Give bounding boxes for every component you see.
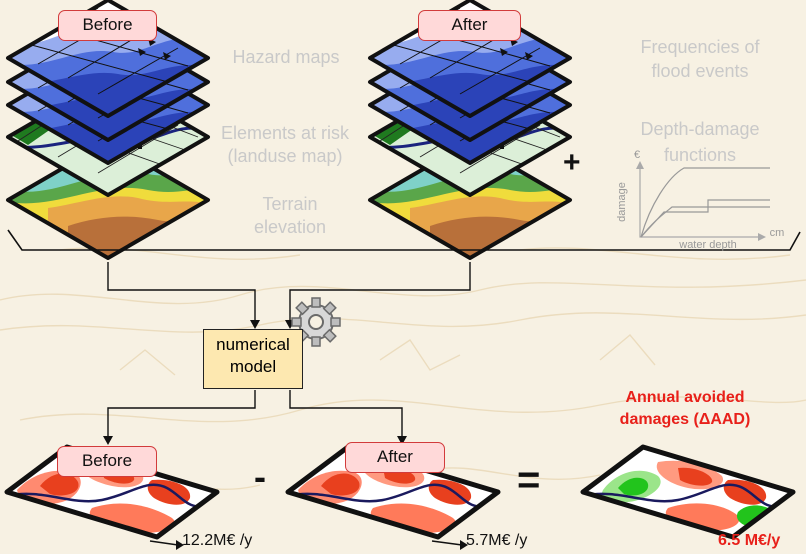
background-sketch [0,247,806,490]
landuse-map-label: (landuse map) [227,146,343,166]
after-damage-value: 5.7M€ /y [466,532,528,549]
avoided-damage-value: 6.5 M€/y [718,532,781,549]
minus-sign: - [254,456,266,497]
plus-sign: + [563,146,581,179]
inputs-brace [7,229,801,251]
elements-at-risk-label: Elements at risk [220,123,350,143]
before-pill-top: Before [58,10,157,41]
elevation-label: elevation [253,217,327,237]
model-line-2: model [229,357,277,376]
after-pill-top: After [418,10,521,41]
model-line-1: numerical [216,335,290,354]
depth-damage-label: Depth-damage [640,119,760,139]
avoided-damage-map [583,447,793,537]
frequencies-label: Frequencies of [640,37,760,57]
chart-x-label: water depth [679,239,737,251]
after-pill-bottom: After [345,442,445,473]
depth-damage-chart [636,161,770,241]
flow-arrows [107,262,471,546]
before-pill-bottom: Before [57,446,157,477]
terrain-label: Terrain [262,194,318,214]
numerical-model-box: numerical model [203,329,303,389]
result-title-1: Annual avoided [625,389,745,406]
hazard-maps-label: Hazard maps [232,47,340,67]
flood-events-label: flood events [651,61,749,81]
functions-label: functions [663,145,737,165]
result-title-2: damages (ΔAAD) [619,411,751,428]
chart-x-unit: cm [769,227,785,239]
equals-sign: = [517,458,541,502]
chart-y-label: damage [616,182,628,222]
chart-y-unit: € [633,149,641,161]
before-damage-value: 12.2M€ /y [182,532,253,549]
